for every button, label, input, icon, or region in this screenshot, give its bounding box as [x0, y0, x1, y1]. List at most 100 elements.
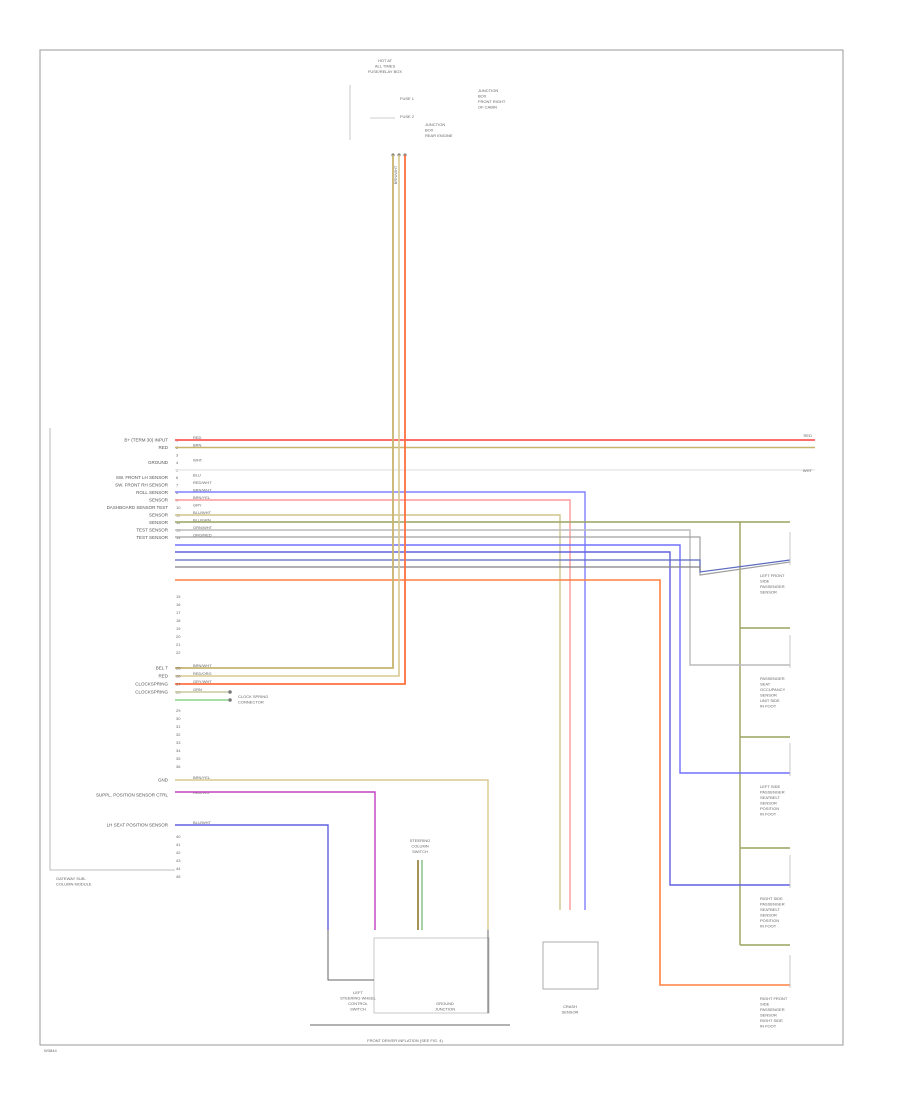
- pin-number-col: 22: [176, 650, 181, 655]
- pin-number-lower: 43: [176, 858, 181, 863]
- module-label: GATEWAY SUB-COLUMN MODULE: [56, 876, 92, 887]
- pin-number-col2: 34: [176, 748, 181, 753]
- wire-blu-left: [175, 544, 790, 774]
- left-pin-label: SW. FRONT LH SENSOR: [116, 475, 169, 480]
- diagram-frame: [39, 49, 844, 1046]
- wire-brn-yel: [175, 521, 741, 945]
- left-pin-label: ROLL SENSOR: [136, 490, 169, 495]
- pin-number-col2: 36: [176, 764, 181, 769]
- wire-label: BRN/WHT: [193, 488, 212, 493]
- pin-number-lower: 44: [176, 866, 181, 871]
- wire-red-crash: [175, 499, 571, 910]
- wire-label: RED/WHT: [193, 480, 212, 485]
- wire-label: RED: [193, 435, 202, 440]
- left-pin-label: SW. FRONT RH SENSOR: [115, 483, 169, 488]
- pin-number-col2: 29: [176, 708, 181, 713]
- left-pin-label: GROUND: [148, 460, 169, 465]
- wire-label: GRN/WHT: [193, 525, 213, 530]
- pin-number: 6: [176, 475, 179, 480]
- left-pin-label: SENSOR: [149, 520, 169, 525]
- pin-number-col: 18: [176, 618, 181, 623]
- left-pin-label: TEST SENSOR: [136, 535, 168, 540]
- wire-bottom-1: [327, 930, 374, 981]
- left-pin-label-middle: BEL T: [156, 666, 169, 671]
- top-fuse-label-2: FUSE 2: [400, 114, 415, 119]
- pin-number-col2: 31: [176, 724, 181, 729]
- wire-label: WHT: [193, 458, 203, 463]
- left-pin-label-lower: SUPPL. POSITION SENSOR CTRL: [96, 793, 169, 798]
- page-code: W3844: [44, 1048, 57, 1053]
- wire-label: BRN/YEL: [193, 495, 211, 500]
- wire-blu-grn: [175, 559, 791, 573]
- pin-number-col2: 35: [176, 756, 181, 761]
- crash-sensor-box: [542, 941, 599, 990]
- wire-top-org: [175, 155, 406, 685]
- wire-label: GRY: [193, 503, 202, 508]
- pin-number-col: 19: [176, 626, 181, 631]
- wire-label: BRN: [193, 443, 202, 448]
- pin-number-col2: 30: [176, 716, 181, 721]
- wire-top-tan: [175, 155, 400, 677]
- pin-number-lower: 45: [176, 874, 181, 879]
- clockspring-pin: [228, 690, 232, 694]
- wire-label: BLU: [193, 473, 201, 478]
- pin-number: 7: [176, 483, 179, 488]
- left-pin-label: TEST SENSOR: [136, 528, 168, 533]
- left-pin-label-lower: GND: [158, 778, 169, 783]
- pin-number-col: 21: [176, 642, 181, 647]
- pin-number-col: 15: [176, 594, 181, 599]
- steering-column-box: [373, 937, 490, 1014]
- left-pin-label: SENSOR: [149, 513, 169, 518]
- wire-blu-crash: [175, 491, 586, 910]
- bottom-caption: FRONT DRIVER INFLATION (SEE FIG. 4): [367, 1038, 443, 1043]
- wire-lower-brn: [175, 779, 489, 930]
- wire-label-middle: GRY/WHT: [193, 679, 212, 684]
- left-pin-label-middle: CLOCKSPRING: [135, 682, 168, 687]
- wire-label-lower: BRN/YEL: [193, 775, 211, 780]
- pin-number-middle: 26: [176, 674, 181, 679]
- pin-number: 3: [176, 453, 179, 458]
- wire-label-lower: BLU/WHT: [193, 820, 212, 825]
- wire-grn-wht: [175, 566, 701, 570]
- wire-gry-2: [175, 536, 791, 576]
- wire-gry: [175, 529, 790, 666]
- left-pin-label-lower: LH SEAT POSITION SENSOR: [107, 823, 169, 828]
- pin-number-lower: 41: [176, 842, 181, 847]
- top-wire-label-1: BRN/WHT: [393, 165, 398, 184]
- left-pin-label: B+ (TERM 30) INPUT: [124, 438, 168, 443]
- pin-number: 4: [176, 460, 179, 465]
- left-pin-label: RED: [158, 445, 168, 450]
- wire-label-middle: RED/ORG: [193, 671, 212, 676]
- wire-label: BLU/WHT: [193, 510, 212, 515]
- wire-label: ORG/RED: [193, 533, 212, 538]
- wire-label: BLU/GRN: [193, 518, 211, 523]
- wire-end-label-wht: WHT: [803, 468, 813, 473]
- wire-lower-blu: [175, 824, 329, 930]
- wire-lower-vio: [175, 791, 376, 930]
- pin-number-middle: 27: [176, 682, 181, 687]
- left-pin-label: DASHBOARD SENSOR TEST: [107, 505, 169, 510]
- left-pin-label: SENSOR: [149, 498, 169, 503]
- wire-label-middle: GRN: [193, 687, 202, 692]
- module-outline: [49, 428, 175, 871]
- pin-number-col: 20: [176, 634, 181, 639]
- wire-top-brn: [175, 155, 394, 669]
- pin-number-middle: 25: [176, 666, 181, 671]
- pin-number-lower: 42: [176, 850, 181, 855]
- pin-number-col2: 33: [176, 740, 181, 745]
- pin-number-col: 16: [176, 602, 181, 607]
